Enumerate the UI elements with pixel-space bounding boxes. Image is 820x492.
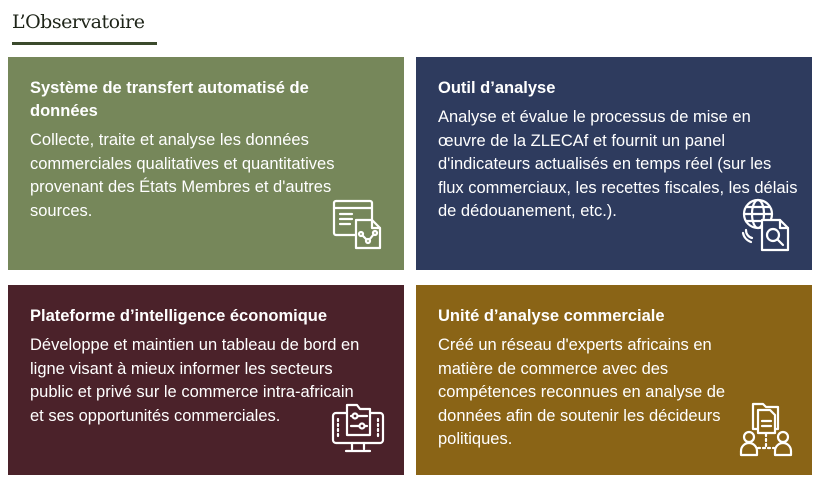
- panel-title: Système de transfert automatisé de donné…: [30, 79, 309, 120]
- panel-title: Plateforme d’intelligence économique: [30, 307, 328, 325]
- panel-text: Développe et maintien un tableau de bord…: [30, 336, 360, 425]
- panel-title: Unité d’analyse commerciale: [438, 307, 665, 325]
- data-transfer-icon: [330, 196, 386, 252]
- panel-analysis-tool: Outil d’analyse Analyse et évalue le pro…: [416, 57, 812, 270]
- dashboard-monitor-icon: [330, 401, 386, 457]
- globe-search-icon: [738, 196, 794, 252]
- experts-network-icon: [738, 401, 794, 457]
- panel-text: Créé un réseau d'experts africains en ma…: [438, 336, 726, 448]
- panel-data-transfer: Système de transfert automatisé de donné…: [8, 57, 404, 270]
- page-title: L’Observatoire: [12, 11, 145, 33]
- title-underline: [12, 42, 157, 45]
- panel-title: Outil d’analyse: [438, 79, 556, 97]
- panel-trade-analysis-unit: Unité d’analyse commerciale Créé un rése…: [416, 285, 812, 475]
- panel-economic-intelligence: Plateforme d’intelligence économique Dév…: [8, 285, 404, 475]
- panel-text: Analyse et évalue le processus de mise e…: [438, 108, 798, 220]
- panel-text: Collecte, traite et analyse les données …: [30, 131, 335, 220]
